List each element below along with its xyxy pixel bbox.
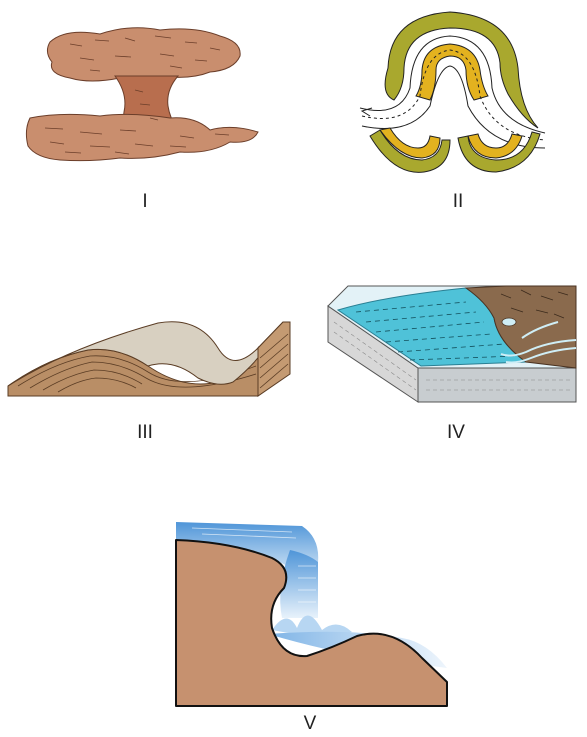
dune-strata-illustration <box>8 318 293 398</box>
panel-5-waterfall <box>172 518 452 708</box>
panel-1-mushroom-rock <box>20 20 270 170</box>
meander-illustration <box>350 8 560 178</box>
panel-2-label: II <box>428 191 488 213</box>
waterfall-illustration <box>172 518 452 708</box>
panel-1-label: I <box>115 191 175 213</box>
mushroom-rock-illustration <box>20 20 270 170</box>
panel-5-label: V <box>280 713 340 735</box>
panel-2-meander <box>350 8 560 178</box>
panel-4-lake-block <box>326 282 581 407</box>
panel-4-label: IV <box>426 422 486 444</box>
panel-3-label: III <box>115 422 175 444</box>
lake-block-illustration <box>326 282 581 407</box>
panel-3-dune-strata <box>8 318 293 398</box>
